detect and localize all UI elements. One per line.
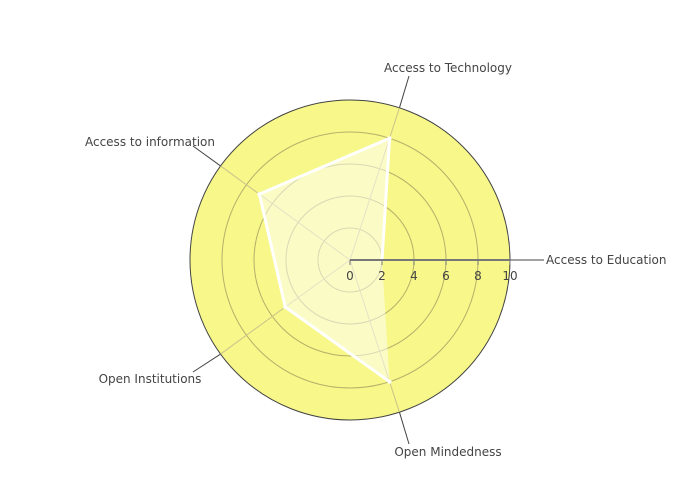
radial-tick-label: 0 <box>346 269 354 283</box>
radial-tick-label: 8 <box>474 269 482 283</box>
data-point <box>387 379 392 384</box>
label-leader-line <box>192 145 221 167</box>
angular-axis-label: Open Mindedness <box>394 445 501 459</box>
angular-axis-label: Open Institutions <box>99 372 202 386</box>
angular-axis-label: Access to information <box>85 135 215 149</box>
label-leader-line <box>398 75 410 108</box>
radial-tick-label: 6 <box>442 269 450 283</box>
angular-axis-label: Access to Technology <box>384 61 512 75</box>
label-leader-line <box>192 353 221 373</box>
angular-axis-label: Access to Education <box>546 253 667 267</box>
data-point <box>387 136 392 141</box>
series-fill <box>259 138 390 382</box>
radial-tick-label: 4 <box>410 269 418 283</box>
data-point <box>283 305 288 310</box>
radial-tick-label: 10 <box>502 269 517 283</box>
data-point <box>257 192 262 197</box>
label-leader-line <box>398 412 410 445</box>
radial-tick-label: 2 <box>378 269 386 283</box>
